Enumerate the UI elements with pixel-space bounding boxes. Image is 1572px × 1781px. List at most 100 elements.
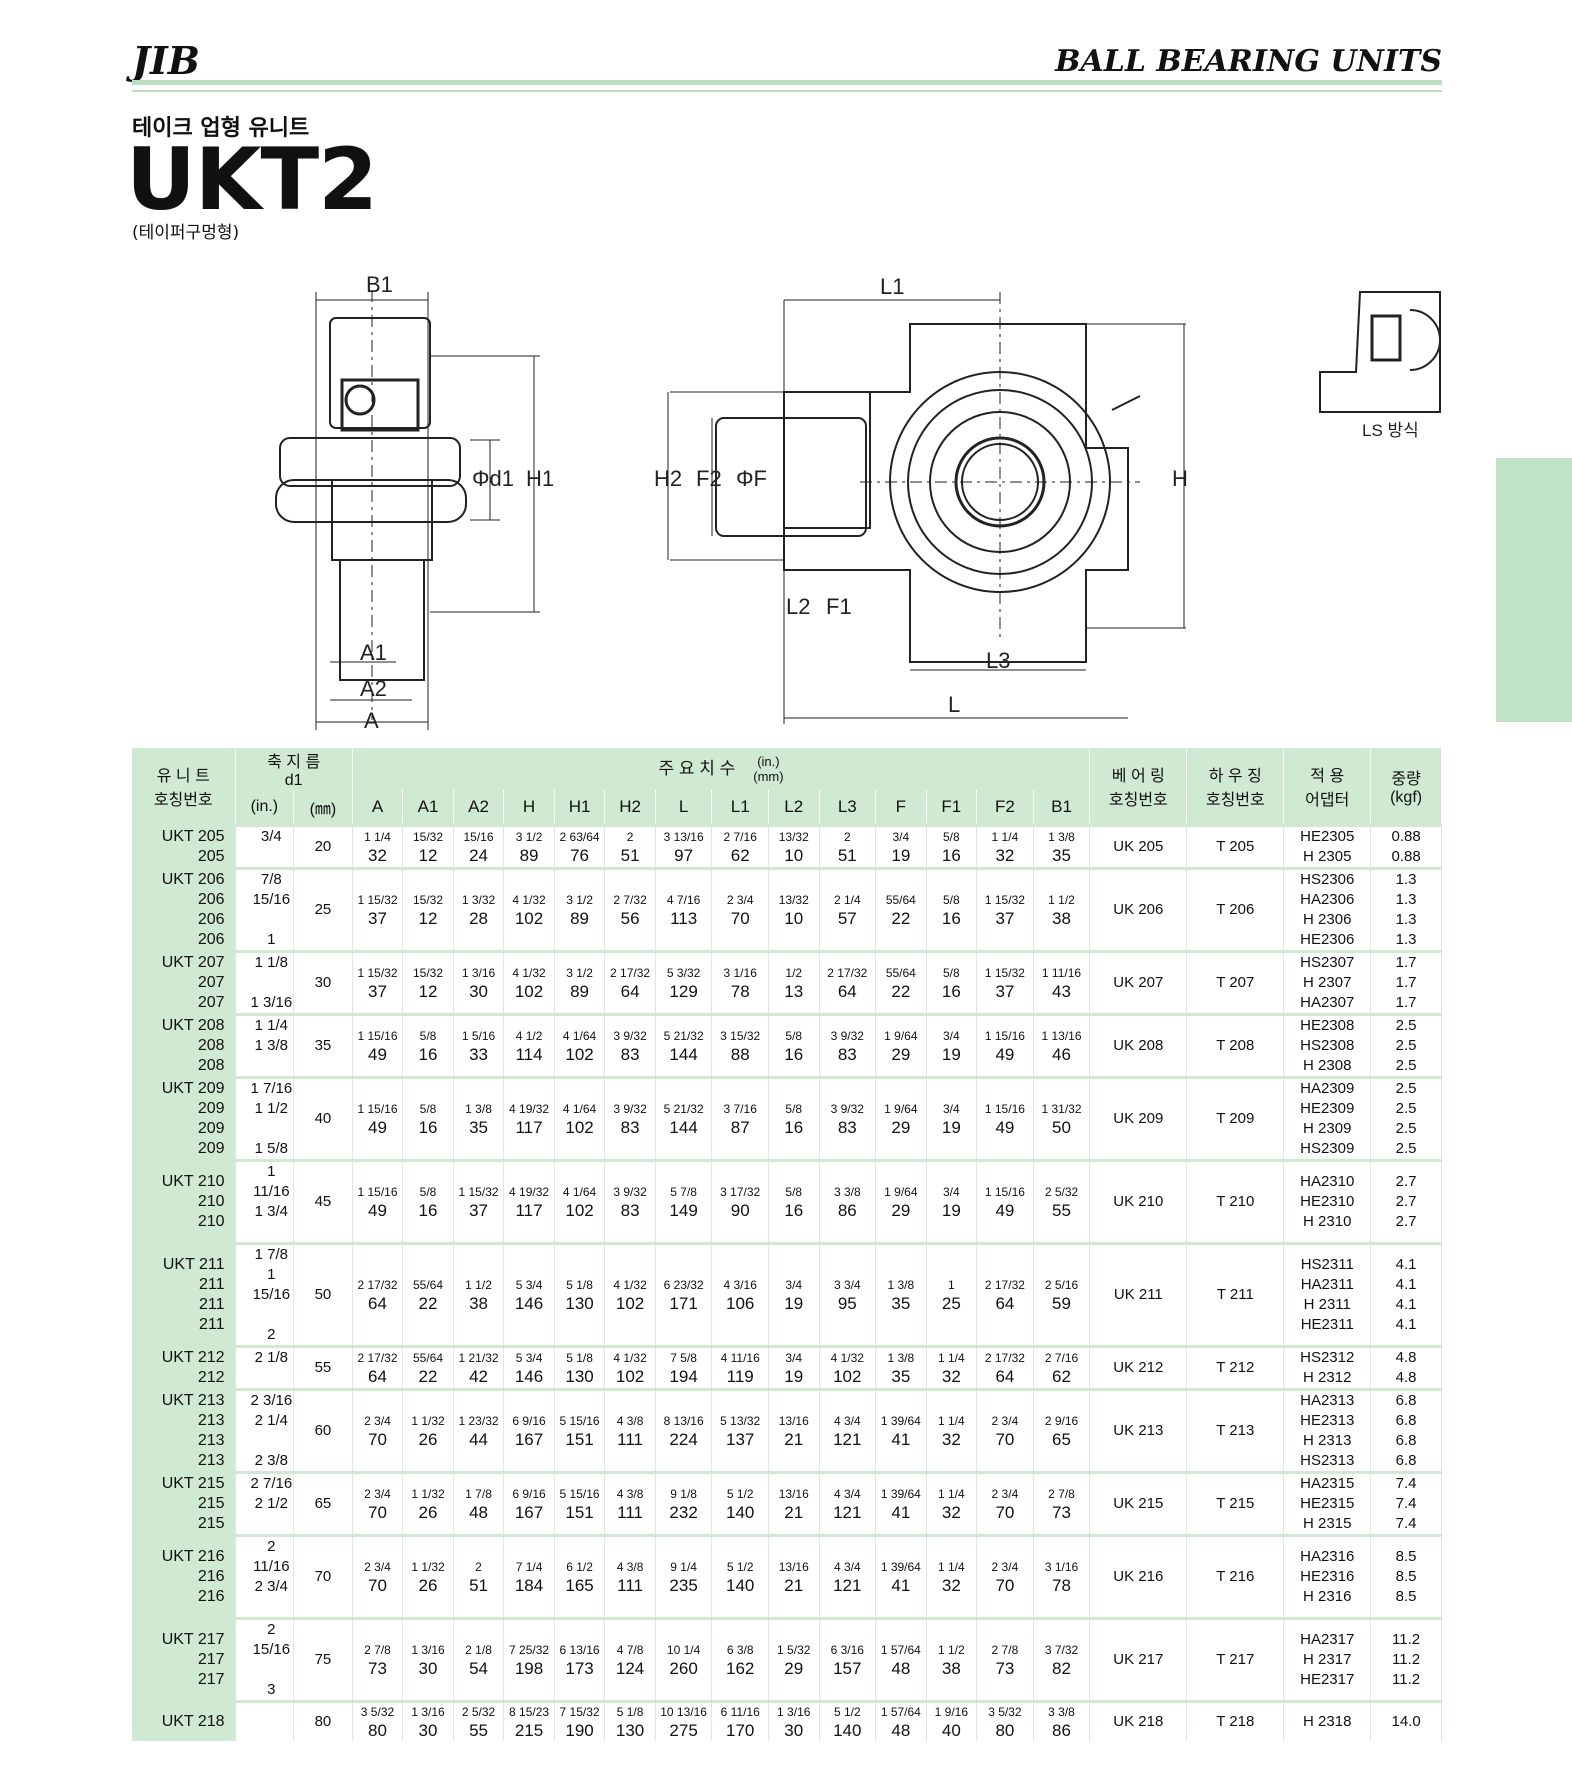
header-rule <box>132 80 1442 85</box>
label-f: ΦF <box>736 466 767 491</box>
shaft-mm: 40 <box>293 1077 353 1161</box>
shaft-mm: 75 <box>293 1618 353 1702</box>
col-mass: 중량(kgf) <box>1370 748 1442 826</box>
label-l: L <box>948 692 960 717</box>
product-category: 테이크 업형 유니트 <box>132 116 310 141</box>
shaft-mm: 55 <box>293 1346 353 1390</box>
housing-number: T 207 <box>1186 951 1285 1015</box>
side-tab <box>1496 458 1572 722</box>
col-b1: B1 <box>1033 790 1091 826</box>
shaft-inch <box>235 1701 295 1741</box>
col-a: A <box>352 790 404 826</box>
label-a2: A2 <box>360 676 387 701</box>
col-h2: H2 <box>604 790 656 826</box>
label-l2: L2 <box>786 594 810 619</box>
label-l3: L3 <box>986 648 1010 673</box>
bearing-number: UK 205 <box>1089 825 1188 869</box>
shaft-mm: 35 <box>293 1014 353 1078</box>
col-h1: H1 <box>554 790 606 826</box>
shaft-mm: 30 <box>293 951 353 1015</box>
model-type: (테이퍼구멍형) <box>132 223 240 243</box>
col-dims: 주 요 치 수(in.) (mm) <box>352 748 1091 790</box>
housing-number: T 208 <box>1186 1014 1285 1078</box>
col-l3: L3 <box>819 790 877 826</box>
label-a1: A1 <box>360 640 387 665</box>
col-l: L <box>655 790 713 826</box>
bearing-number: UK 212 <box>1089 1346 1188 1390</box>
housing-number: T 216 <box>1186 1535 1285 1619</box>
housing-number: T 209 <box>1186 1077 1285 1161</box>
label-l1: L1 <box>880 274 904 299</box>
col-l2: L2 <box>768 790 820 826</box>
shaft-inch: 1 1/8 1 3/16 <box>235 951 295 1015</box>
bearing-number: UK 213 <box>1089 1389 1188 1473</box>
unit-designation: UKT 218 <box>132 1701 236 1741</box>
shaft-mm: 70 <box>293 1535 353 1619</box>
bearing-number: UK 218 <box>1089 1701 1188 1741</box>
shaft-mm: 25 <box>293 868 353 952</box>
